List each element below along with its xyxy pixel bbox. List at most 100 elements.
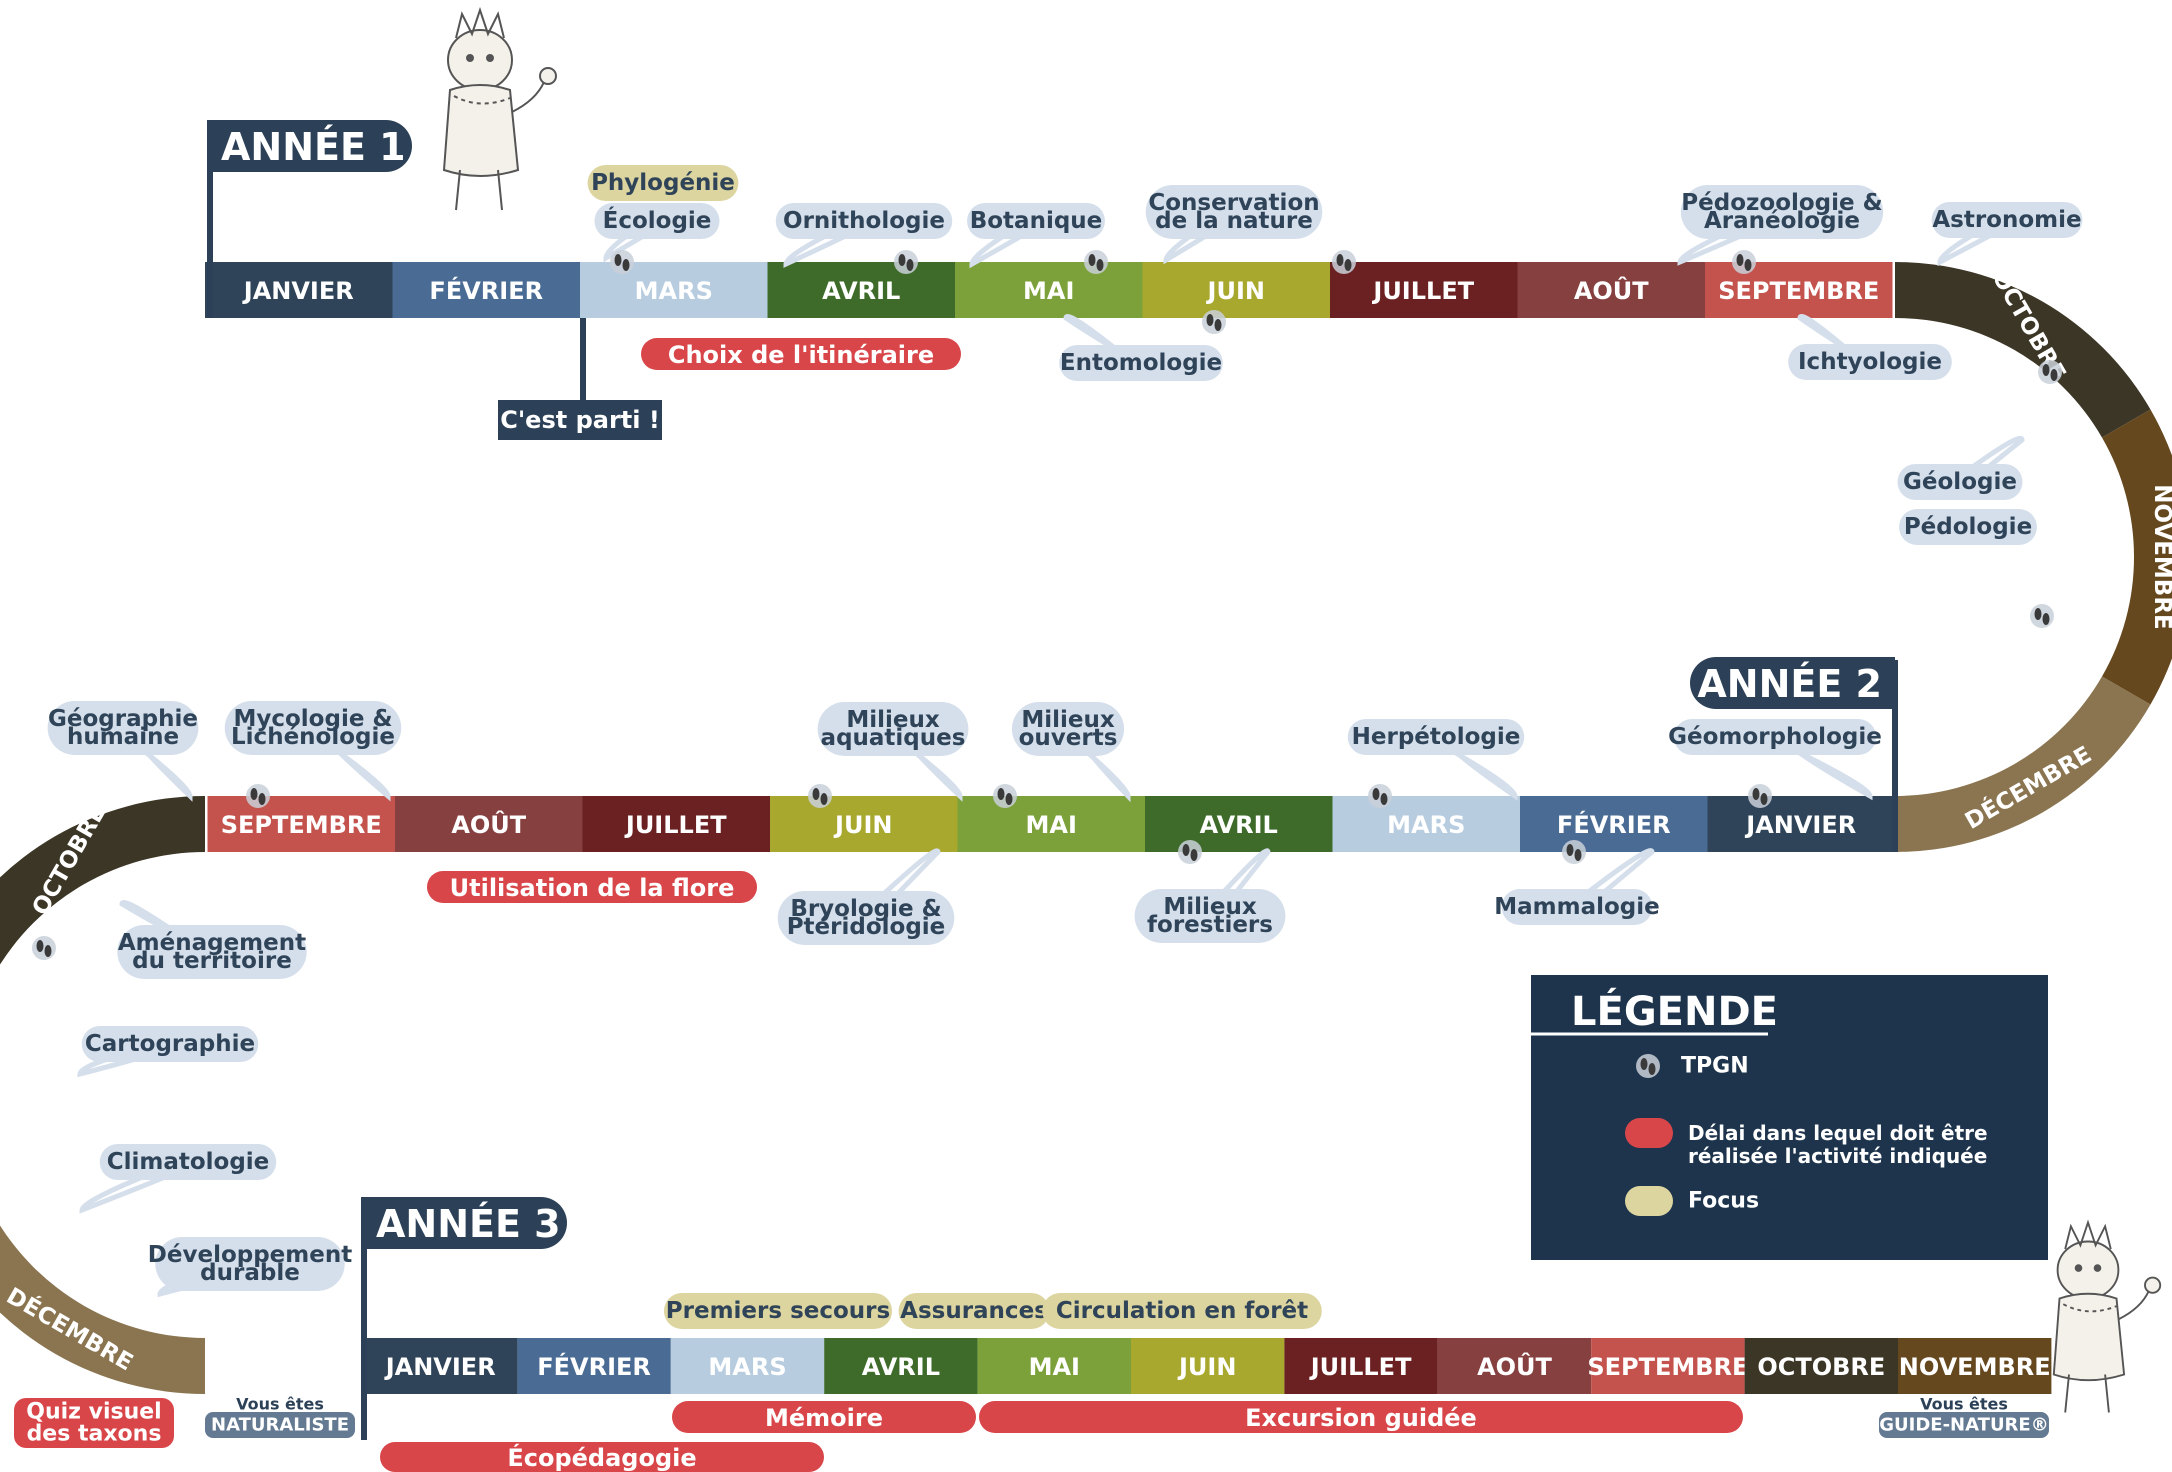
badge-naturaliste-line2: NATURALISTE	[211, 1415, 349, 1436]
year1-septembre-label: SEPTEMBRE	[1718, 277, 1879, 305]
topic-amenagement-text: Aménagement	[118, 930, 306, 956]
year2-mai-segment	[957, 796, 1145, 852]
mascot-king-illustration	[442, 6, 557, 211]
year3-juillet-label: JUILLET	[1309, 1353, 1412, 1381]
year3-aout-label: AOÛT	[1477, 1351, 1552, 1381]
year3-janvier-segment	[364, 1338, 518, 1394]
activity-flore-text: Utilisation de la flore	[450, 874, 735, 902]
topic-developpement-text: Développement	[148, 1242, 352, 1268]
footprints-icon	[1084, 250, 1108, 274]
topic-mammalogie-text: Mammalogie	[1494, 894, 1660, 920]
year2-avril-label: AVRIL	[1200, 811, 1278, 839]
topic-astronomie: Astronomie	[1931, 202, 2083, 267]
year1-flag	[207, 120, 412, 172]
curve1-novembre-label: NOVEMBRE	[2149, 484, 2172, 630]
activity-quiz	[14, 1398, 174, 1448]
year3-novembre-segment	[1898, 1338, 2052, 1394]
year3-juin-segment	[1131, 1338, 1285, 1394]
topic-bryologie-text: Bryologie &	[790, 896, 941, 922]
footprints-icon	[808, 784, 832, 808]
topic-pedozoologie-text: Aranéologie	[1704, 208, 1860, 234]
legend-focus-label: Focus	[1688, 1189, 1759, 1214]
footprints-icon	[32, 936, 56, 960]
topic-cartographie-text: Cartographie	[85, 1031, 255, 1057]
year2-mai-label: MAI	[1026, 811, 1077, 839]
topic-botanique-text: Botanique	[970, 208, 1103, 234]
topic-ornithologie: Ornithologie	[775, 203, 953, 268]
activity-quiz-line1: Quiz visuel	[26, 1400, 161, 1425]
topic-bryologie-text: Ptéridologie	[787, 914, 946, 940]
topic-ichtyologie-text: Ichtyologie	[1798, 349, 1942, 375]
year2-juin-label: JUIN	[833, 811, 892, 839]
activity-choix-text: Choix de l'itinéraire	[668, 341, 934, 369]
topic-cartographie: Cartographie	[77, 1026, 259, 1078]
year3-juin-label: JUIN	[1177, 1353, 1236, 1381]
activity-flore	[427, 871, 757, 903]
year3-fevrier-label: FÉVRIER	[537, 1352, 651, 1381]
topic-milieux-forestiers-text: forestiers	[1147, 912, 1273, 938]
topic-botanique: Botanique	[967, 203, 1105, 269]
curve1-novembre-segment	[2101, 409, 2172, 705]
focus-assurances-text: Assurances	[900, 1298, 1048, 1324]
year1-janvier-segment	[205, 262, 393, 318]
year3-septembre-label: SEPTEMBRE	[1587, 1353, 1748, 1381]
legend-panel	[1531, 975, 2048, 1260]
year1-juillet-label: JUILLET	[1371, 277, 1474, 305]
legend-footprints-icon	[1636, 1054, 1660, 1078]
topic-astronomie-text: Astronomie	[1932, 207, 2081, 233]
year2-avril-segment	[1145, 796, 1333, 852]
footprints-icon	[1368, 784, 1392, 808]
focus-circulation: Circulation en forêt	[1042, 1293, 1322, 1329]
topic-bryologie: Bryologie &Ptéridologie	[777, 848, 955, 945]
topic-mycologie-text: Mycologie &	[233, 706, 392, 732]
year1-juillet-segment	[1330, 262, 1518, 318]
topic-pedozoologie: Pédozoologie &Aranéologie	[1677, 185, 1884, 266]
year3-aout-segment	[1437, 1338, 1592, 1394]
legend-delay-line1: Délai dans lequel doit être	[1688, 1121, 1988, 1145]
curve2-octobre-segment	[0, 796, 205, 965]
year1-janvier-label: JANVIER	[242, 277, 354, 305]
year3-fevrier-segment	[517, 1338, 671, 1394]
topic-entomologie: Entomologie	[1059, 314, 1223, 381]
topic-milieux-forestiers-text: Milieux	[1163, 894, 1257, 920]
footprints-icon	[993, 784, 1017, 808]
legend-delay-line2: réalisée l'activité indiquée	[1688, 1144, 1987, 1168]
topic-geologie-text: Géologie	[1903, 469, 2017, 495]
topic-herpetologie: Herpétologie	[1347, 719, 1525, 801]
year2-mars-label: MARS	[1387, 811, 1465, 839]
year1-juin-label: JUIN	[1206, 277, 1265, 305]
topic-mammalogie: Mammalogie	[1494, 848, 1660, 925]
year2-fevrier-segment	[1520, 796, 1708, 852]
mascot-guide-illustration	[2052, 1219, 2162, 1413]
year2-aout-label: AOÛT	[451, 809, 526, 839]
curve1-decembre-segment	[1895, 676, 2151, 852]
year3-juillet-segment	[1284, 1338, 1438, 1394]
year2-flag	[1690, 657, 1895, 709]
topic-milieux-aquatiques-text: aquatiques	[821, 725, 966, 751]
footprints-icon	[2038, 360, 2062, 384]
focus-premiers-secours: Premiers secours	[663, 1293, 893, 1329]
year2-aout-segment	[395, 796, 583, 852]
badge-naturaliste-line1: Vous êtes	[236, 1395, 324, 1414]
legend-delay-swatch	[1625, 1118, 1673, 1148]
topic-conservation-text: de la nature	[1155, 208, 1313, 234]
activity-memoire-text: Mémoire	[765, 1404, 883, 1432]
year2-juillet-label: JUILLET	[624, 811, 727, 839]
year2-fevrier-label: FÉVRIER	[1557, 810, 1671, 839]
topic-climatologie-text: Climatologie	[107, 1149, 270, 1175]
activity-quiz-line2: des taxons	[27, 1422, 162, 1447]
activity-excursion-text: Excursion guidée	[1245, 1404, 1477, 1432]
footprints-icon	[1562, 840, 1586, 864]
year2-janvier-segment	[1707, 796, 1895, 852]
legend-focus-swatch	[1625, 1186, 1673, 1216]
activity-choix	[641, 338, 961, 370]
activity-ecopedagogie-text: Écopédagogie	[507, 1443, 696, 1472]
year1-septembre-segment	[1705, 262, 1893, 318]
topic-herpetologie-text: Herpétologie	[1352, 724, 1521, 750]
